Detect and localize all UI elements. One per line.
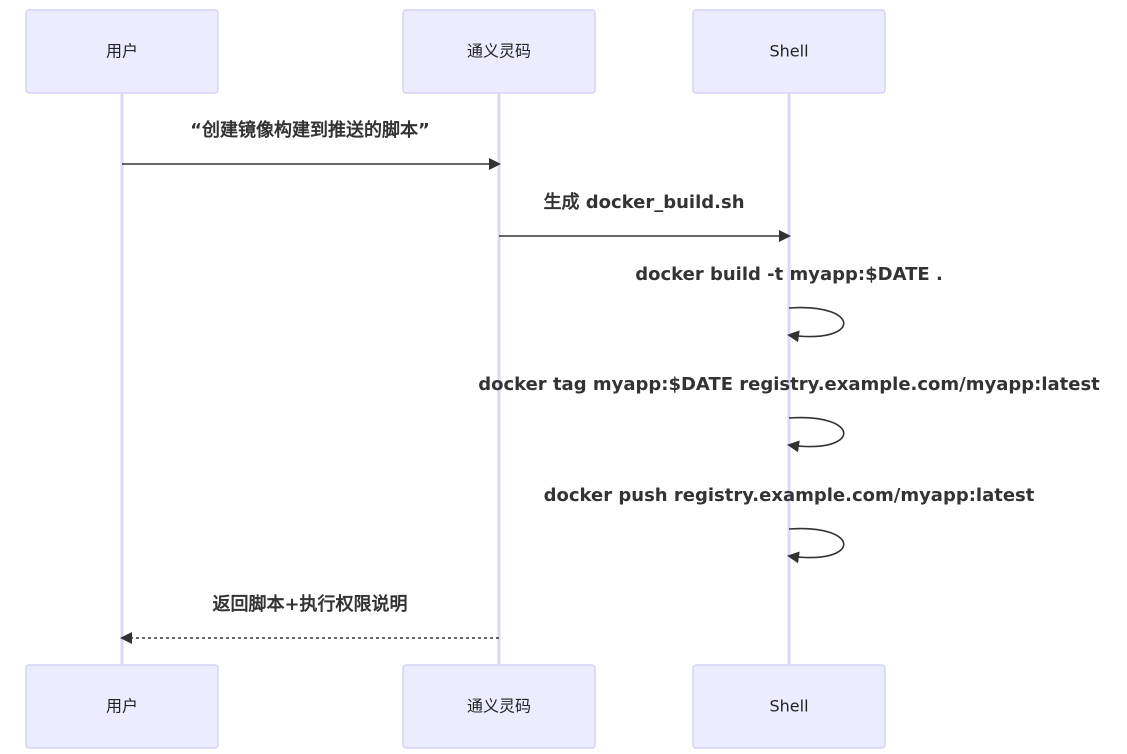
message-docker-push: docker push registry.example.com/myapp:l…: [544, 485, 1035, 564]
message-label: docker push registry.example.com/myapp:l…: [544, 485, 1035, 506]
message-docker-tag: docker tag myapp:$DATE registry.example.…: [478, 374, 1100, 453]
actor-user-bottom: 用户: [25, 664, 219, 749]
message-label: 返回脚本+执行权限说明: [212, 593, 407, 615]
actor-label: Shell: [769, 697, 808, 716]
actor-user-top: 用户: [25, 9, 219, 94]
self-loop-arrow: [787, 306, 845, 343]
actor-label: 用户: [106, 697, 138, 716]
self-loop-arrow: [787, 527, 845, 564]
message-label: docker build -t myapp:$DATE .: [635, 264, 943, 285]
message-request: “创建镜像构建到推送的脚本”: [122, 119, 501, 170]
actor-label: 通义灵码: [467, 42, 531, 61]
actor-shell-bottom: Shell: [692, 664, 886, 749]
actor-shell-top: Shell: [692, 9, 886, 94]
message-generate-script: 生成 docker_build.sh: [499, 191, 791, 242]
actor-lingma-bottom: 通义灵码: [402, 664, 596, 749]
message-return-script: 返回脚本+执行权限说明: [120, 593, 499, 644]
message-label: 生成 docker_build.sh: [543, 191, 744, 213]
message-label: docker tag myapp:$DATE registry.example.…: [478, 374, 1100, 395]
actor-lingma-top: 通义灵码: [402, 9, 596, 94]
message-label: “创建镜像构建到推送的脚本”: [190, 119, 430, 141]
actor-label: Shell: [769, 42, 808, 61]
self-loop-arrow: [787, 416, 845, 453]
actor-label: 用户: [106, 42, 138, 61]
actor-label: 通义灵码: [467, 697, 531, 716]
message-docker-build: docker build -t myapp:$DATE .: [635, 264, 943, 343]
